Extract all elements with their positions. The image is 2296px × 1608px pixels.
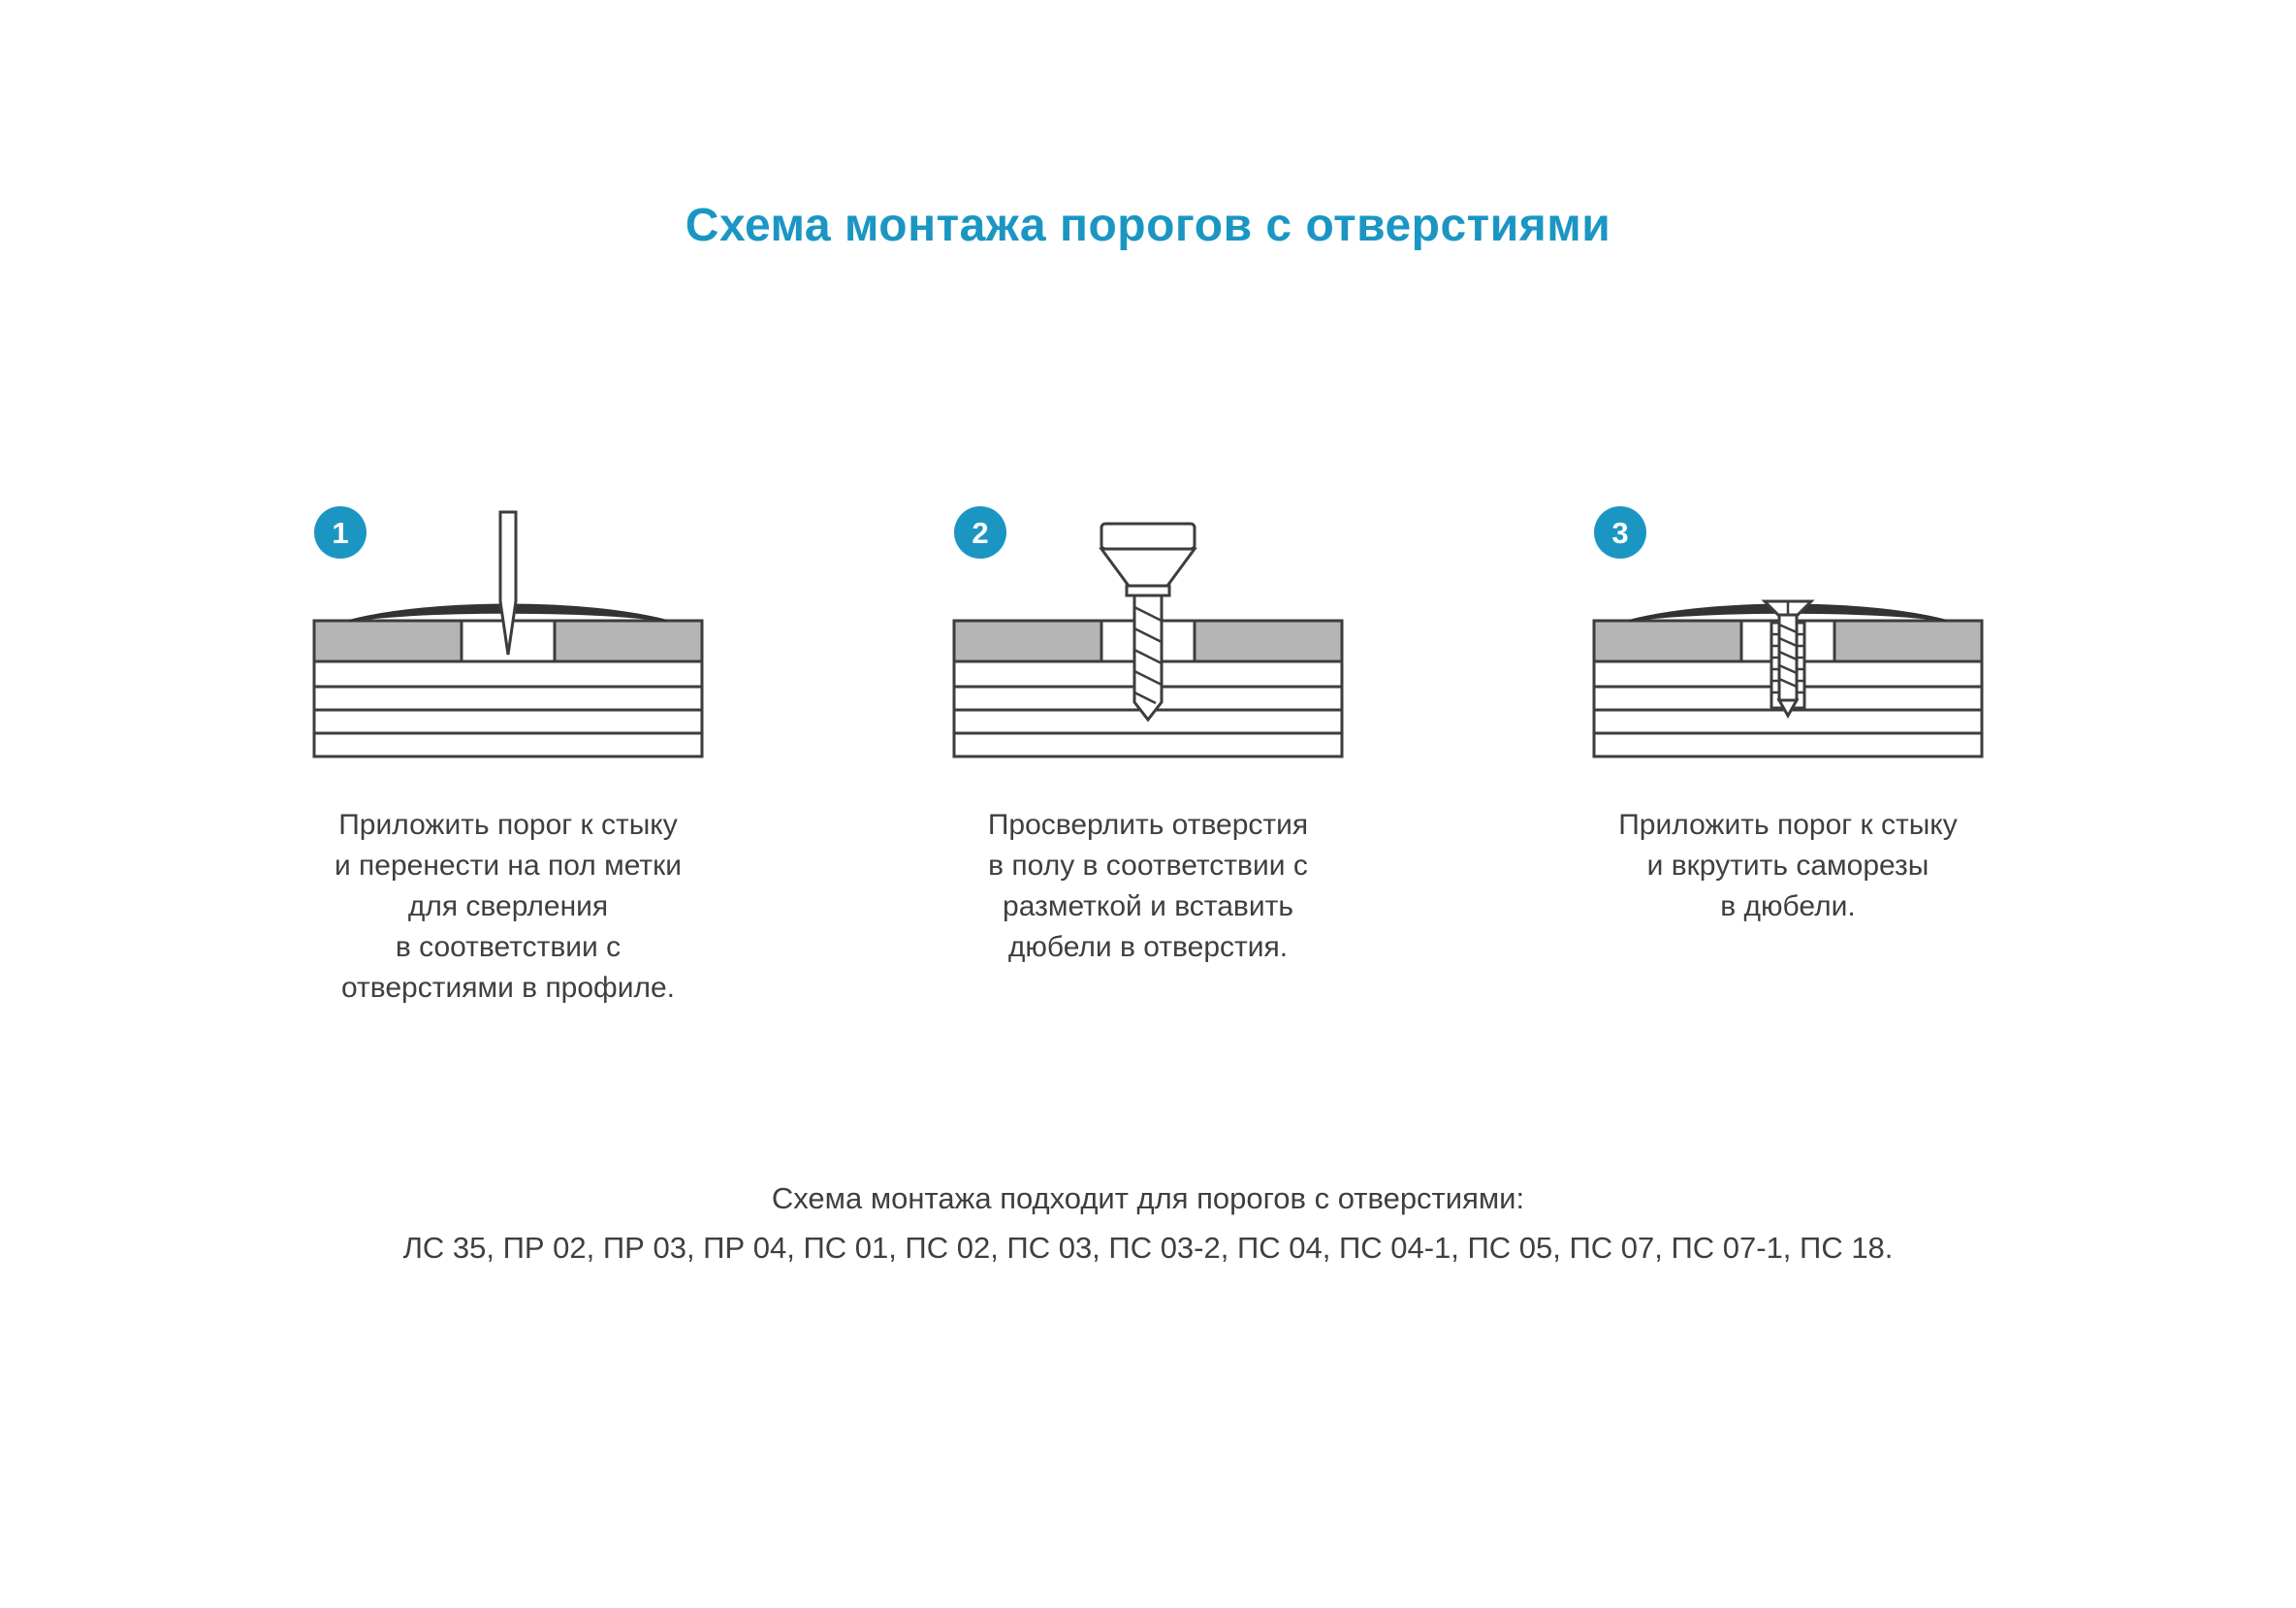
step-number-badge: 1	[314, 506, 367, 559]
footer-note-line1: Схема монтажа подходит для порогов с отв…	[771, 1181, 1525, 1215]
screw-icon	[1776, 613, 1800, 720]
steps-row: 1 Приложить порог к стыку и перенести на…	[0, 456, 2296, 1009]
footer-note: Схема монтажа подходит для порогов с отв…	[0, 1174, 2296, 1272]
drill-icon	[1099, 522, 1197, 723]
step-3: 3	[1487, 456, 2089, 1009]
step-number-badge: 2	[954, 506, 1006, 559]
awl-marking-illustration	[312, 510, 704, 758]
screw-in-dowel-illustration	[1592, 599, 1984, 758]
step-2: 2	[847, 456, 1449, 1009]
page-title: Схема монтажа порогов с отверстиями	[685, 200, 1611, 251]
marking-awl-icon	[498, 510, 518, 656]
threshold-profile-icon	[348, 603, 668, 622]
step-caption: Приложить порог к стыку и вкрутить самор…	[1618, 809, 1958, 922]
step-caption: Просверлить отверстия в полу в соответст…	[987, 809, 1309, 963]
threshold-profile-icon	[1628, 603, 1948, 622]
step-1: 1 Приложить порог к стыку и перенести на…	[207, 456, 809, 1009]
step-number-badge: 3	[1594, 506, 1646, 559]
step-caption: Приложить порог к стыку и перенести на п…	[334, 809, 683, 1004]
drill-bit-illustration	[952, 522, 1344, 758]
screw-head-icon	[1761, 599, 1815, 617]
footer-note-line2: ЛС 35, ПР 02, ПР 03, ПР 04, ПС 01, ПС 02…	[402, 1231, 1894, 1266]
